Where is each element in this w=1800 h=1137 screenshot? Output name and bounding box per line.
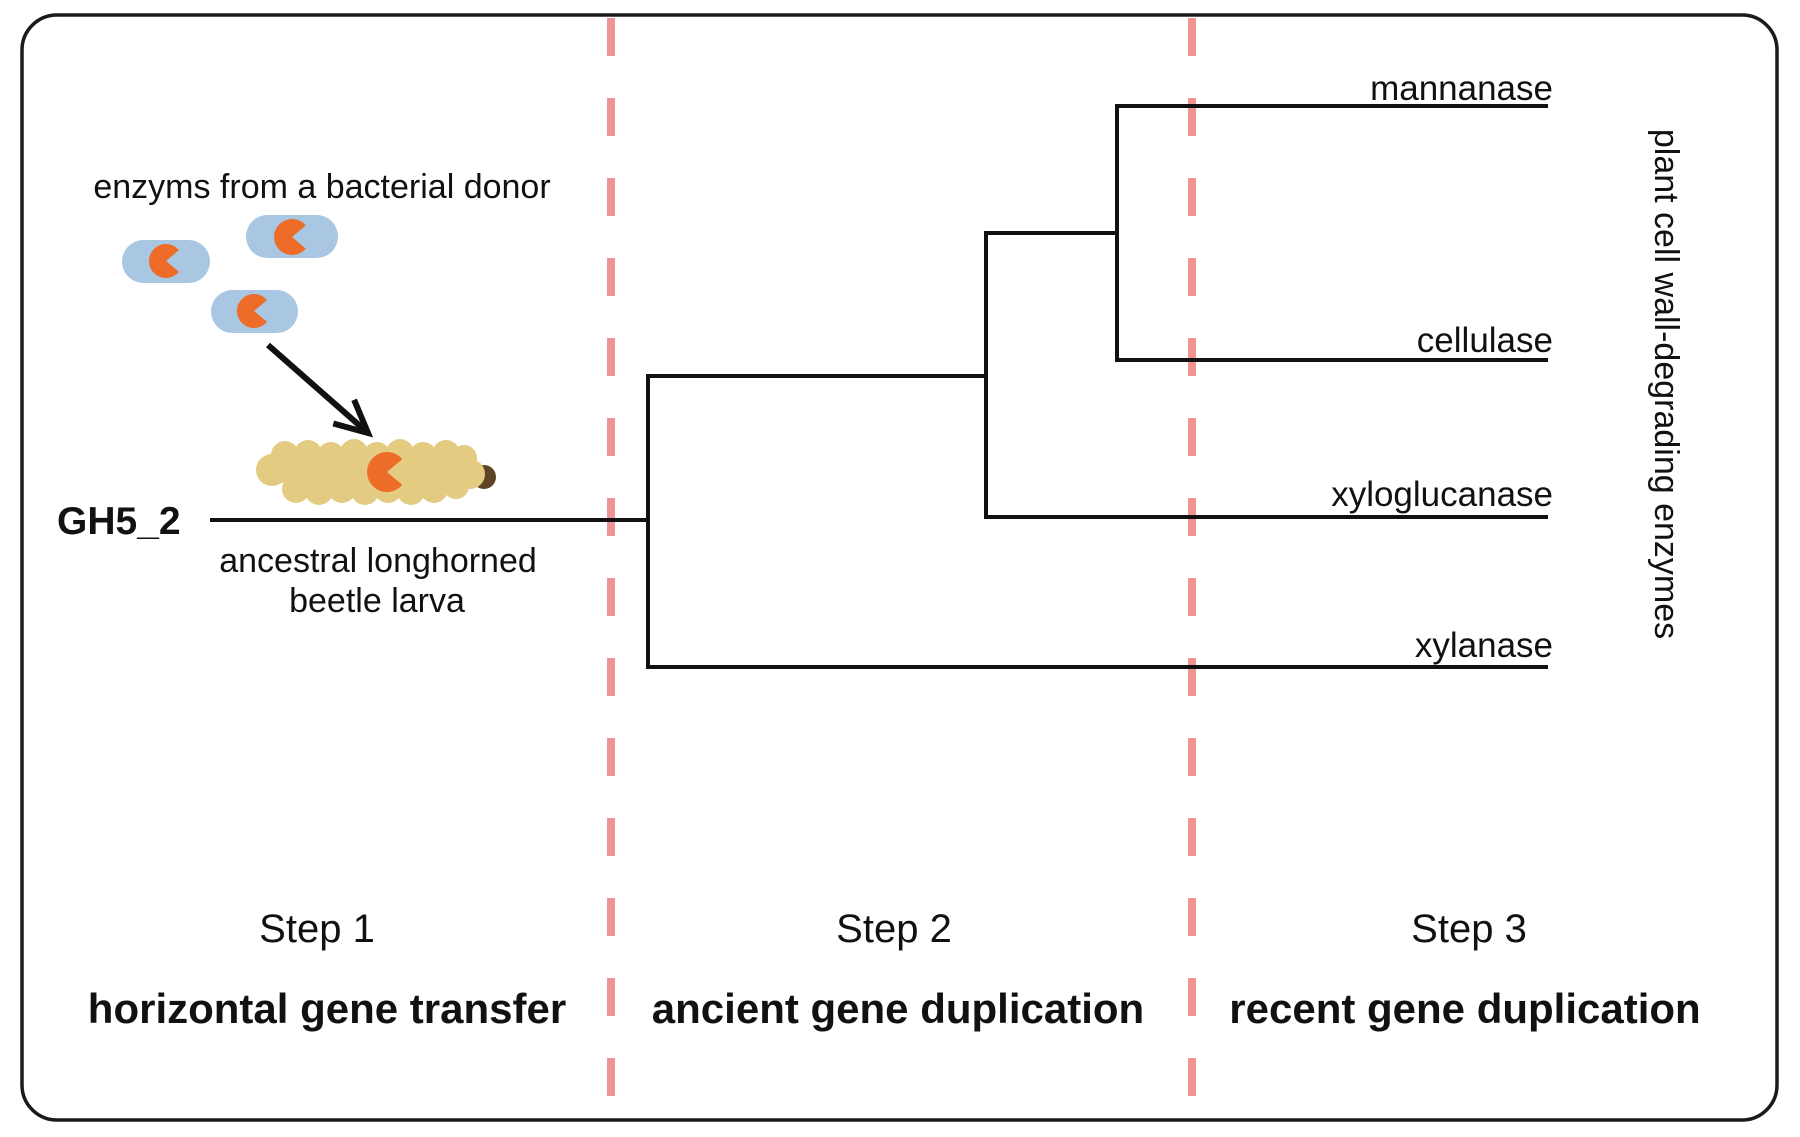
enzyme-pacman-icon	[148, 244, 179, 278]
transfer-arrow-shaft	[266, 342, 370, 436]
larva-body-segment	[282, 475, 310, 503]
larva-caption-line1: ancestral longhorned	[219, 542, 537, 580]
larva-body-segment	[305, 477, 333, 505]
larva-body-segment	[455, 459, 485, 489]
tip-label-xylanase: xylanase	[1415, 626, 1553, 665]
bacterium	[246, 215, 338, 258]
enzyme-pacman-icon	[274, 218, 306, 255]
larva-caption-line2: beetle larva	[289, 582, 465, 620]
step-3-caption: recent gene duplication	[1229, 985, 1700, 1032]
tip-label-mannanase: mannanase	[1370, 69, 1553, 108]
larva-body-segment	[271, 441, 299, 469]
bacterium	[122, 240, 210, 283]
transfer-arrow	[266, 342, 374, 438]
larva-body-segment	[420, 475, 448, 503]
gene-family-label: GH5_2	[57, 500, 181, 543]
beetle-larva-illustration	[256, 439, 496, 505]
larva-body-segment	[294, 440, 322, 468]
bacterial-donor-label: enzyms from a bacterial donor	[93, 168, 550, 206]
step-2-caption: ancient gene duplication	[652, 985, 1144, 1032]
larva-body-segment	[397, 477, 425, 505]
phylogenetic-tree: mannanase cellulase xyloglucanase xylana…	[210, 69, 1685, 669]
bacterial-donor-cells	[122, 215, 338, 333]
tip-label-cellulase: cellulase	[1417, 321, 1553, 360]
enzyme-pacman-icon	[236, 294, 267, 328]
plant-enzymes-axis-label: plant cell wall-degrading enzymes	[1647, 129, 1685, 639]
step-2-title: Step 2	[836, 907, 952, 951]
larva-body-segment	[328, 475, 356, 503]
step-labels: Step 1 horizontal gene transfer Step 2 a…	[88, 907, 1701, 1032]
step-1-title: Step 1	[259, 907, 375, 951]
transfer-arrow-head	[332, 398, 374, 438]
larva-body-segment	[317, 442, 345, 470]
figure-border	[20, 13, 1779, 1122]
larva-body-segment	[340, 439, 368, 467]
larva-enzyme-pacman-icon	[367, 452, 403, 492]
larva-body-segment	[409, 442, 437, 470]
tip-label-xyloglucanase: xyloglucanase	[1331, 475, 1553, 514]
step-1-caption: horizontal gene transfer	[88, 985, 566, 1032]
step-3-title: Step 3	[1411, 907, 1527, 951]
bacterium	[211, 290, 298, 333]
